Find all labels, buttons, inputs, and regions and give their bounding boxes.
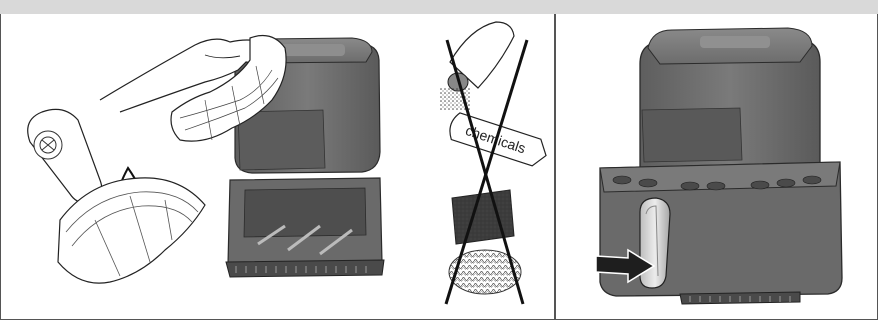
- spray-bottle-icon: [440, 22, 514, 110]
- chemicals-tag: chemicals: [447, 111, 551, 169]
